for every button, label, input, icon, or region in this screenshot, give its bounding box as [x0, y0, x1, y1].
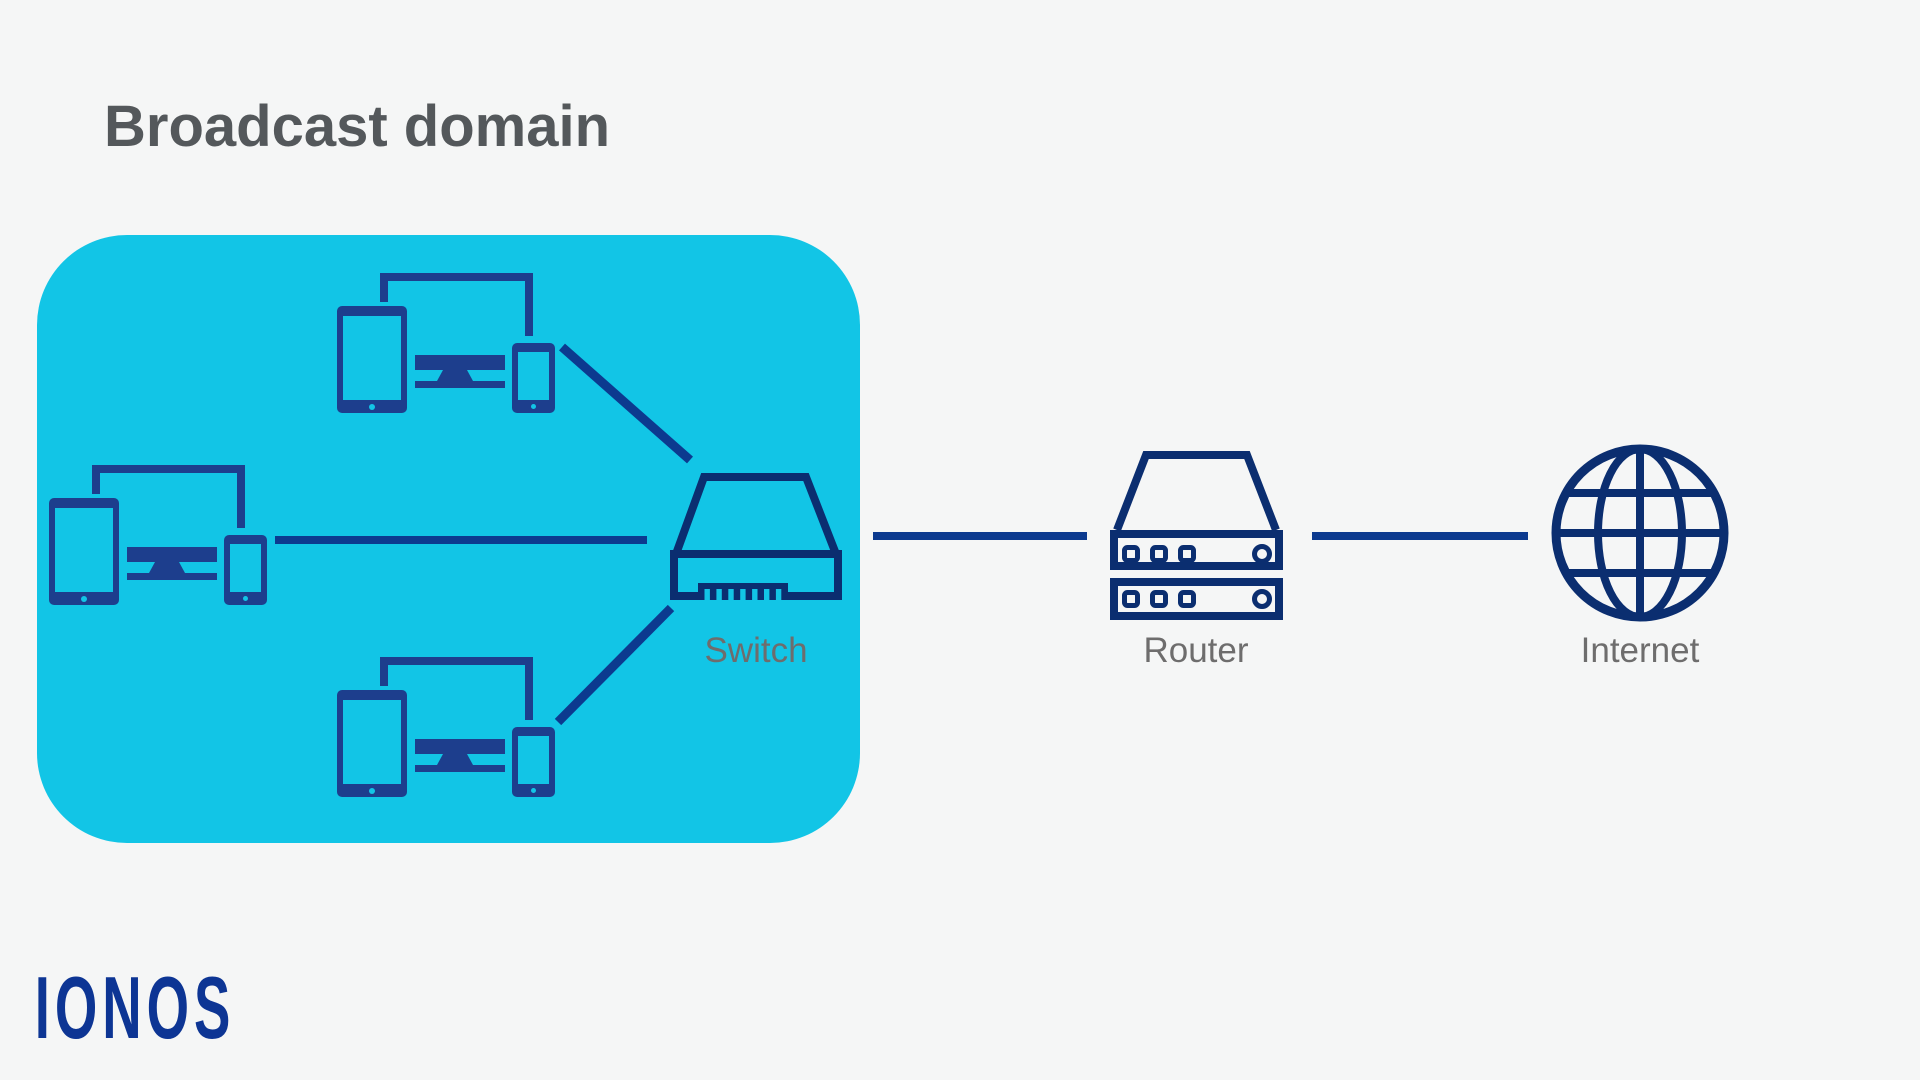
ionos-logo: IONOS: [35, 959, 236, 1058]
router-port: [1178, 545, 1196, 563]
router-ports-unit-1: [1122, 544, 1272, 564]
router-unit-1: [1110, 530, 1283, 570]
router-top: [1113, 451, 1280, 532]
router-led: [1252, 589, 1272, 609]
port-slot: [752, 589, 758, 601]
switch-label: Switch: [704, 631, 807, 670]
router-port: [1150, 545, 1168, 563]
router-icon: [1110, 451, 1283, 620]
port-slot: [740, 589, 746, 601]
port-slot: [716, 589, 722, 601]
connection-bottom-cluster-switch: [554, 604, 675, 726]
internet-label: Internet: [1581, 631, 1700, 670]
port-slot: [775, 589, 782, 601]
port-slot: [728, 589, 734, 601]
switch-port-slots: [704, 589, 782, 601]
router-unit-2: [1110, 578, 1283, 620]
page-title: Broadcast domain: [104, 94, 610, 159]
router-port: [1122, 545, 1140, 563]
router-port: [1122, 590, 1140, 608]
router-ports-unit-2: [1122, 589, 1272, 609]
port-slot: [704, 589, 710, 601]
port-slot: [764, 589, 770, 601]
router-port: [1178, 590, 1196, 608]
router-label: Router: [1143, 631, 1248, 670]
globe-icon: [1551, 444, 1729, 622]
connection-top-cluster-switch: [559, 343, 693, 464]
router-port: [1150, 590, 1168, 608]
network-switch-icon: [670, 473, 842, 601]
switch-top: [672, 473, 840, 556]
router-led: [1252, 544, 1272, 564]
